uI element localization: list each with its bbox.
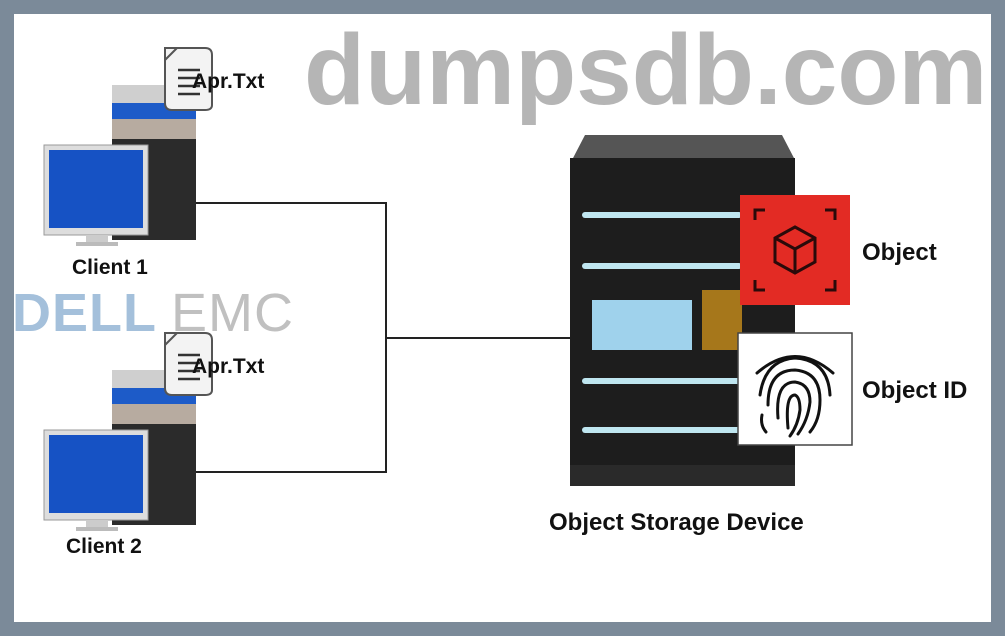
object-id-label: Object ID	[862, 377, 968, 404]
watermark-emc: EMC	[171, 283, 294, 343]
object-id-box	[737, 332, 853, 446]
client-2-label: Client 2	[66, 535, 142, 558]
site-watermark: dumpsdb.com	[304, 14, 988, 126]
client-1-label: Client 1	[72, 256, 148, 279]
watermark-dell: DELL	[12, 283, 157, 343]
client-1-computer-icon	[43, 85, 196, 246]
fingerprint-icon	[755, 355, 835, 438]
cube-icon	[753, 208, 837, 292]
client-1-file-icon	[164, 47, 213, 111]
object-label: Object	[862, 239, 937, 266]
network-lines	[195, 202, 570, 473]
storage-device-label: Object Storage Device	[549, 509, 804, 536]
object-box	[740, 195, 850, 305]
client-2-file-label: Apr.Txt	[192, 355, 265, 378]
client-2-file-icon	[164, 332, 213, 396]
client-1-file-label: Apr.Txt	[192, 70, 265, 93]
